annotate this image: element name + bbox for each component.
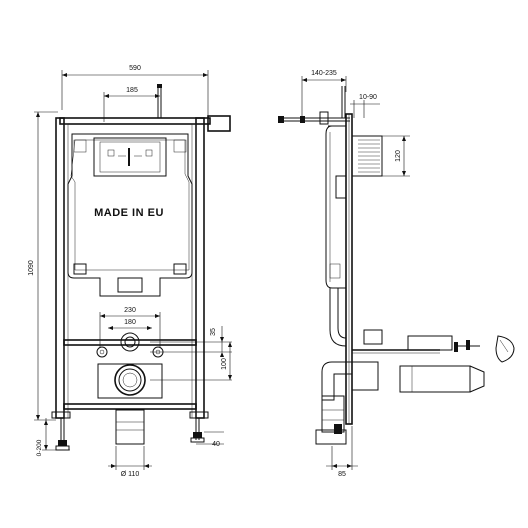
side-flush-plate: 120 [351,135,410,177]
outlet-height-label: 100 [221,358,228,370]
plate-height-label: 120 [395,150,402,162]
outlet-dimensions: 35 100 [150,326,232,381]
wall-gap-dimension: 10-90 [350,94,380,118]
wall-bracket [278,86,350,125]
outlet-diameter-dimension: Ø 110 [108,446,152,478]
side-cistern [325,125,347,347]
height-dimension: 1090 [28,111,58,421]
outlet-bracket [97,363,163,399]
wall-gap-label: 10-90 [359,94,377,101]
depth-dimension: 140-235 [301,70,347,118]
pipe-offset-dimension: 185 [103,87,160,122]
side-frame [345,113,353,425]
leg-adjust-label: 0-200 [36,439,43,456]
flush-plate [207,115,231,132]
depth-label: 140-235 [311,70,337,77]
foot-dimension: 40 [190,418,224,448]
bolt-spacing-label: 230 [124,307,136,314]
width-dimension: 590 [61,65,209,118]
center-offset-label: 35 [210,328,217,336]
supply-pipe [157,84,162,118]
side-view: 140-235 10-90 [278,70,515,478]
foot-depth-dimension: 85 [326,426,358,478]
bracket-spacing-label: 180 [124,319,136,326]
foot-depth-label: 85 [338,471,346,478]
cistern-text: MADE IN EU [94,207,164,219]
height-label: 1090 [28,260,35,276]
foot-label: 40 [212,441,220,448]
side-drain [315,361,379,445]
cistern: MADE IN EU [67,133,193,297]
leg-adjust-dimension: 0-200 [36,418,70,456]
pipe-offset-label: 185 [126,87,138,94]
width-label: 590 [129,65,141,72]
front-view: 590 185 [28,65,232,478]
drain-pipe [115,409,145,445]
toilet-bowl-parts [399,335,515,393]
outlet-diameter-label: Ø 110 [121,471,140,478]
